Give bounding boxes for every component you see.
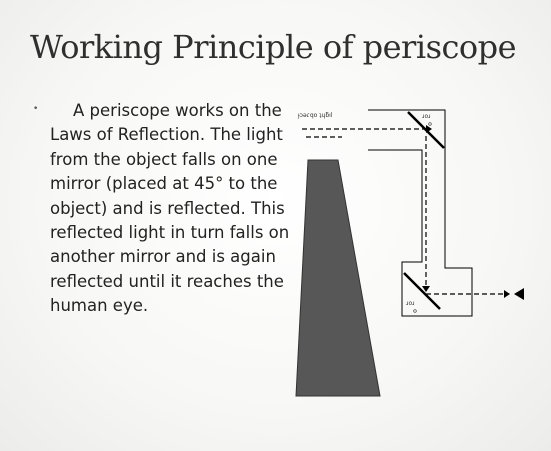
bullet-icon: • <box>33 104 39 114</box>
eye-icon <box>514 288 524 300</box>
outgoing-ray-arrow-icon <box>504 290 510 298</box>
bottom-mirror-label: ɹoɹ <box>406 300 415 307</box>
tower-shape <box>295 159 381 397</box>
bottom-mirror-marker-icon <box>413 309 417 313</box>
periscope-outline <box>368 109 473 317</box>
incoming-ray-arrow-icon <box>426 125 432 133</box>
bottom-mirror <box>403 272 441 310</box>
slide-title: Working Principle of periscope <box>30 28 517 66</box>
vertical-ray-arrow-icon <box>422 286 430 292</box>
top-mirror-label: ɹoɹ <box>422 113 431 120</box>
top-mirror-marker-icon <box>428 122 432 126</box>
periscope-diagram: ɟɔǝɾqo ʇɥƃıl ɹoɹ ɹoɹ <box>295 109 524 397</box>
slide-body-text: A periscope works on the Laws of Reflect… <box>50 101 290 316</box>
object-label: ɟɔǝɾqo ʇɥƃıl <box>297 112 333 119</box>
